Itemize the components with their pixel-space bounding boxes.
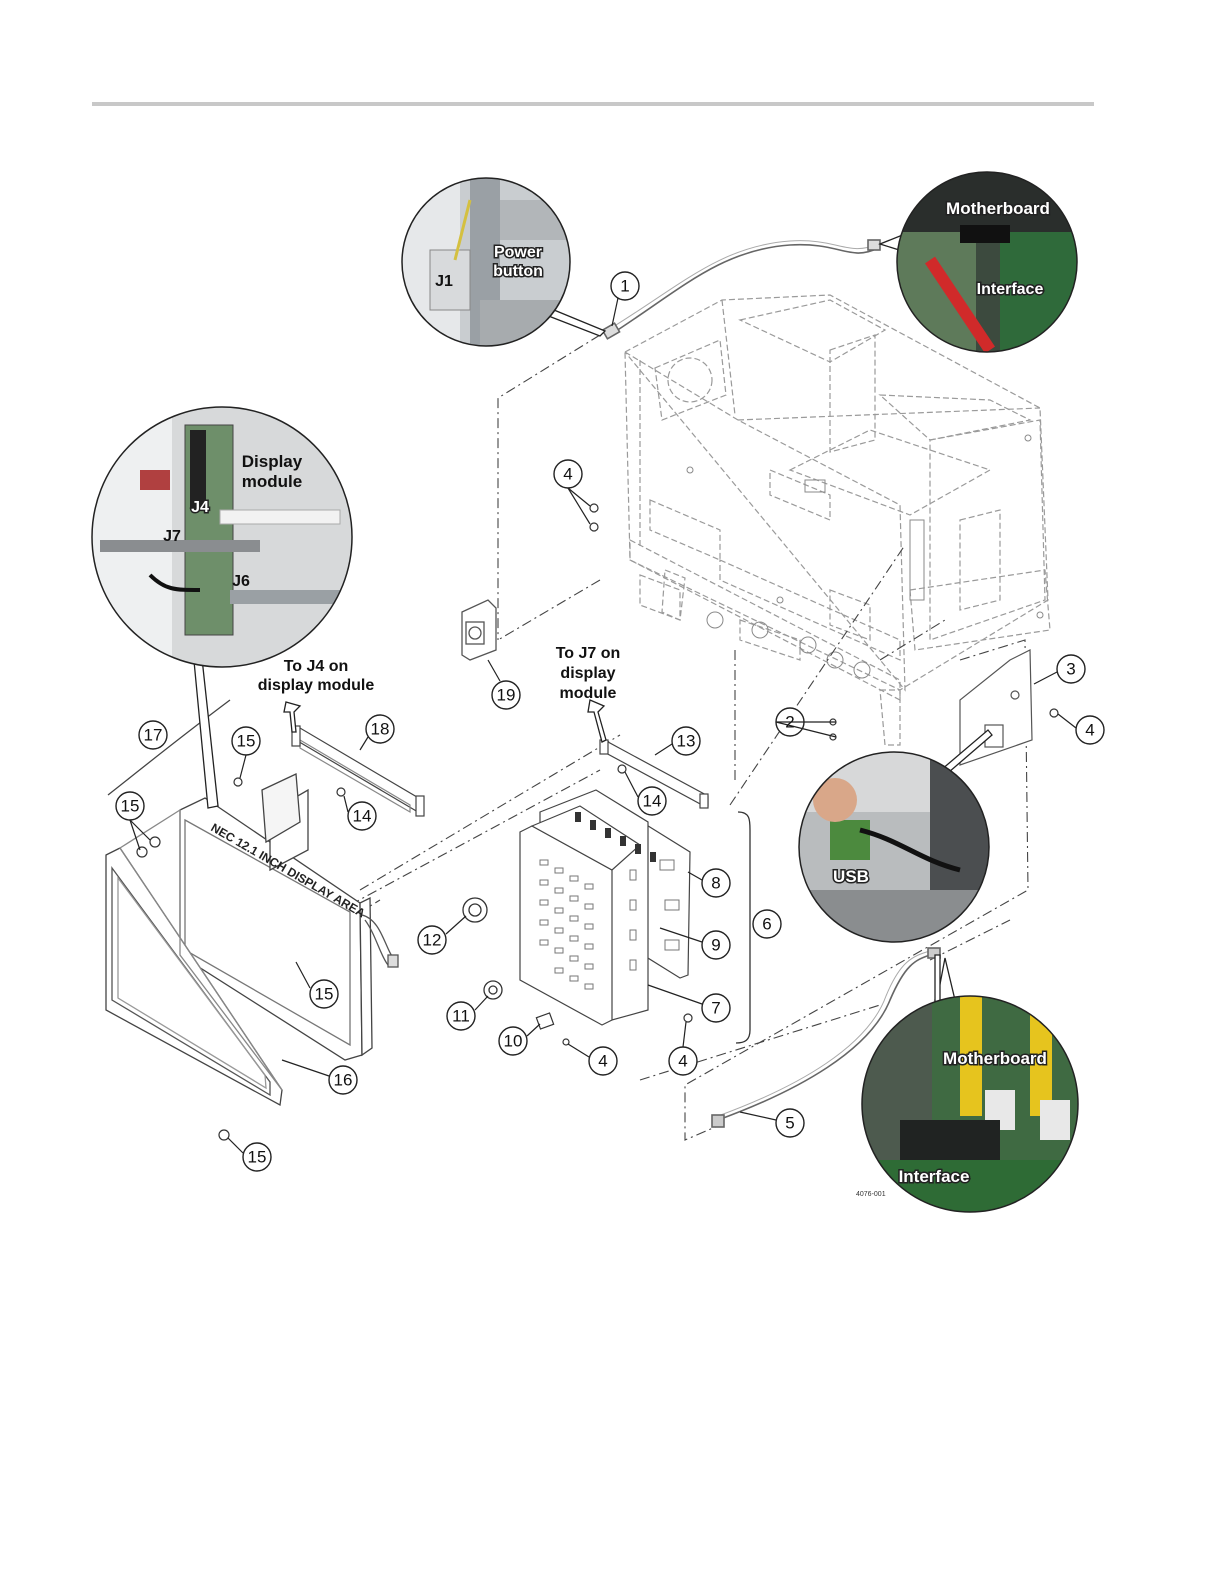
callout-15: 15: [248, 1148, 267, 1167]
callout-2: 2: [785, 713, 794, 732]
callout-10: 10: [504, 1032, 523, 1051]
callout-4: 4: [563, 465, 572, 484]
callout-4: 4: [678, 1052, 687, 1071]
display-panel: [106, 774, 372, 1105]
figure-id: 4076-001: [856, 1191, 886, 1198]
switch-module: [462, 600, 496, 660]
to-j7-label-line1: To J7 on: [556, 645, 621, 662]
callout-6: 6: [762, 915, 771, 934]
callout-14: 14: [643, 792, 662, 811]
callout-12: 12: [423, 931, 442, 950]
to-j4-label-line1: To J4 on: [284, 658, 349, 675]
photo-usb: [799, 752, 989, 942]
to-j7-label-line3: module: [560, 685, 617, 702]
photo-mb-bottom-interface: Interface: [899, 1167, 970, 1186]
callout-18: 18: [371, 720, 390, 739]
callout-4: 4: [598, 1052, 607, 1071]
callout-3: 3: [1066, 660, 1075, 679]
photo-motherboard-bottom: [862, 996, 1078, 1212]
callout-14: 14: [353, 807, 372, 826]
photo-display-j6: J6: [232, 573, 250, 590]
to-j7-label-line2: display: [560, 665, 615, 682]
photo-mb-top-interface: Interface: [977, 281, 1044, 298]
photo-display-module: [92, 407, 352, 667]
photo-display-j4: J4: [191, 499, 209, 516]
callout-16: 16: [334, 1071, 353, 1090]
to-j4-label-line2: display module: [258, 677, 375, 694]
callout-7: 7: [711, 999, 720, 1018]
photo-usb-label: USB: [833, 867, 869, 886]
callout-19: 19: [497, 686, 516, 705]
photo-power-j1: J1: [435, 273, 453, 290]
photo-mb-bottom-motherboard: Motherboard: [943, 1049, 1047, 1068]
callout-4: 4: [1085, 721, 1094, 740]
callout-9: 9: [711, 936, 720, 955]
callout-11: 11: [452, 1007, 470, 1026]
knobs: [463, 898, 502, 999]
callout-15: 15: [121, 797, 140, 816]
power-cable: [602, 240, 880, 339]
photo-display-line1: Display: [242, 452, 303, 471]
photo-power-line2: button: [493, 263, 543, 280]
callout-8: 8: [711, 874, 720, 893]
photo-display-j7: J7: [163, 528, 181, 545]
callout-15: 15: [237, 732, 256, 751]
callout-1: 1: [620, 277, 629, 296]
photo-power-button: [400, 176, 572, 348]
photo-mb-top-motherboard: Motherboard: [946, 199, 1050, 218]
bracket-6: [736, 812, 750, 1043]
callout-5: 5: [785, 1114, 794, 1133]
photo-power-line1: Power: [494, 244, 542, 261]
photo-display-line2: module: [242, 472, 302, 491]
callout-17: 17: [144, 726, 163, 745]
callout-13: 13: [677, 732, 696, 751]
callout-15: 15: [315, 985, 334, 1004]
